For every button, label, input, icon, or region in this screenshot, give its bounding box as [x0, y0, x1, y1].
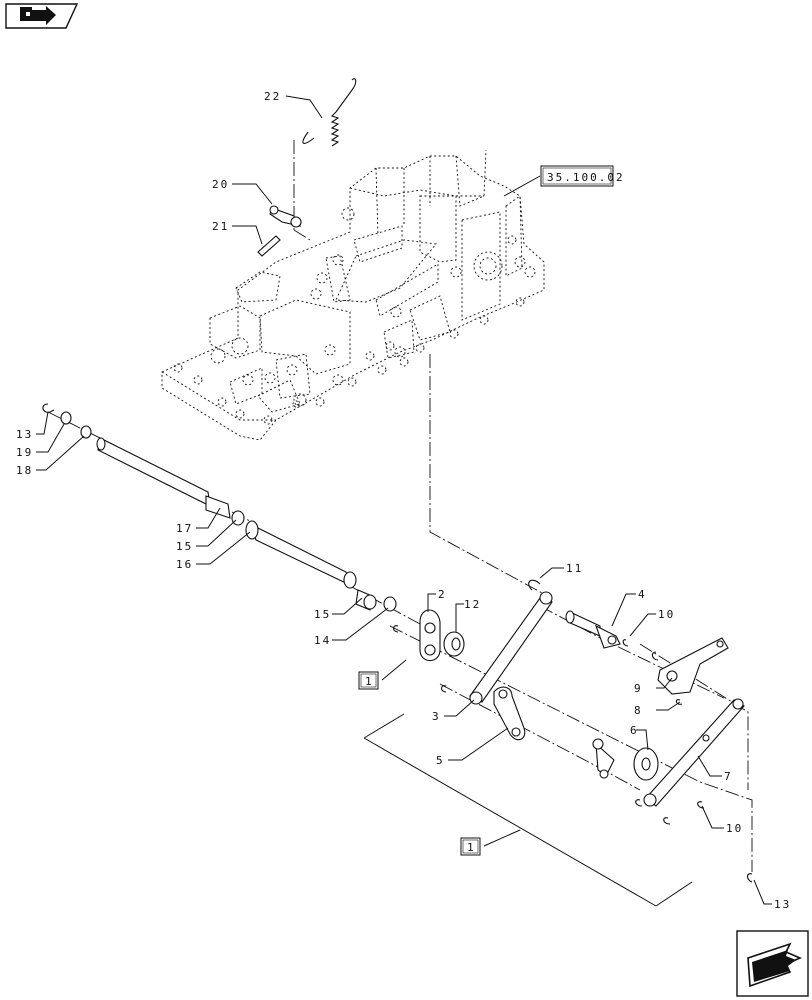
callout-15-right: 15 [314, 608, 331, 621]
callout-2: 2 [438, 588, 447, 601]
group-bracket-lines [363, 659, 693, 907]
callout-numbers: 22 20 21 13 19 18 17 15 16 15 14 2 12 11… [16, 90, 791, 911]
callout-21: 21 [212, 220, 229, 233]
bracket-part [651, 637, 729, 705]
clip-13-part [746, 873, 753, 883]
callout-7: 7 [724, 770, 733, 783]
group-label-top: 1 [365, 675, 374, 688]
back-arrow-icon [20, 6, 56, 25]
callout-10-top: 10 [658, 608, 675, 621]
lever-pin-part [565, 610, 629, 649]
callout-16: 16 [176, 558, 193, 571]
forward-arrow-icon [747, 942, 803, 988]
callout-20: 20 [212, 178, 229, 191]
callout-5: 5 [436, 754, 445, 767]
callout-8: 8 [634, 704, 643, 717]
tube-part [245, 520, 357, 589]
callout-4: 4 [638, 588, 647, 601]
callout-12: 12 [464, 598, 481, 611]
callout-10-bottom: 10 [726, 822, 743, 835]
callout-13-bottom: 13 [774, 898, 791, 911]
spring-part [302, 78, 357, 147]
callout-9: 9 [634, 682, 643, 695]
group-box-bottom[interactable]: 1 [460, 837, 481, 856]
lever-plate-parts [392, 609, 465, 693]
left-clips [42, 403, 92, 439]
leader-lines [36, 95, 772, 905]
bar-part [643, 698, 745, 807]
lever-6-part [592, 738, 705, 825]
callout-13-top: 13 [16, 428, 33, 441]
arm-part [493, 686, 526, 741]
callout-14: 14 [314, 634, 331, 647]
pin-parts [257, 205, 302, 257]
reference-label: 35.100.02 [547, 171, 625, 184]
callout-22: 22 [264, 90, 281, 103]
forward-button[interactable] [736, 930, 809, 997]
callout-11: 11 [566, 562, 583, 575]
callout-15-left: 15 [176, 540, 193, 553]
callout-3: 3 [432, 710, 441, 723]
callout-6: 6 [630, 724, 639, 737]
shaft-part [96, 437, 231, 519]
sleeve-parts [231, 510, 377, 611]
callout-17: 17 [176, 522, 193, 535]
group-label-bottom: 1 [467, 841, 476, 854]
ring-11-part [528, 579, 541, 591]
group-box-top[interactable]: 1 [358, 671, 379, 690]
callout-19: 19 [16, 446, 33, 459]
back-button[interactable] [5, 3, 79, 29]
ghost-housing-outline [161, 149, 545, 441]
ring-part [383, 596, 397, 612]
reference-box[interactable]: 35.100.02 [540, 165, 625, 187]
callout-18: 18 [16, 464, 33, 477]
